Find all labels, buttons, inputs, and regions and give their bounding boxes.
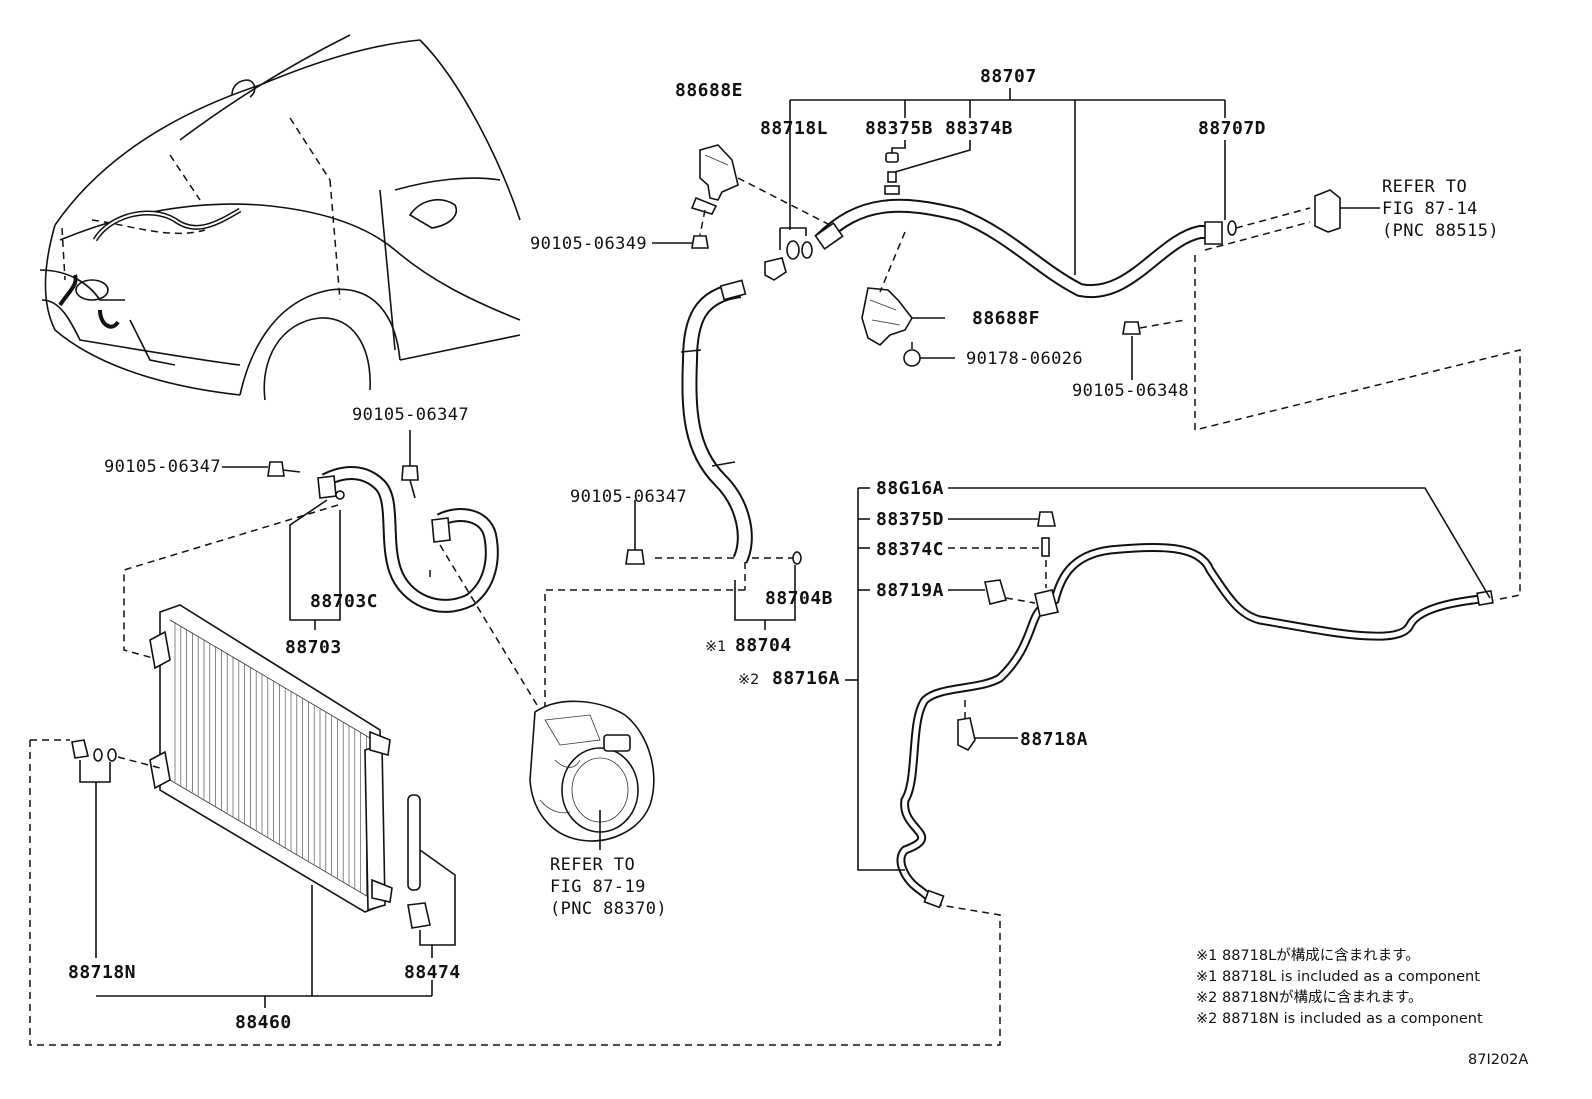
vehicle-illustration	[39, 34, 521, 401]
label-88704: 88704	[735, 635, 792, 656]
figure-id: 87I202A	[1468, 1052, 1528, 1068]
label-88716A: 88716A	[772, 668, 840, 689]
condenser-illustration	[29, 604, 1001, 1046]
label-88704B: 88704B	[765, 588, 833, 609]
label-88474: 88474	[404, 962, 461, 983]
refer-fig-87-14-line2: FIG 87-14	[1382, 199, 1478, 219]
label-88688E: 88688E	[675, 80, 743, 101]
note-2-en: ※2 88718N is included as a component	[1196, 1011, 1483, 1027]
label-90178-06026: 90178-06026	[966, 349, 1083, 369]
refer-fig-87-19-line3: (PNC 88370)	[550, 899, 667, 919]
refer-fig-87-14-line3: (PNC 88515)	[1382, 221, 1499, 241]
pipe-88716A-group	[845, 487, 1494, 909]
label-88375D: 88375D	[876, 509, 944, 530]
refer-fig-87-19-line1: REFER TO	[550, 855, 635, 875]
mark-1: ※1	[705, 639, 726, 655]
label-88718A: 88718A	[1020, 729, 1088, 750]
label-90105-06347-top: 90105-06347	[352, 405, 469, 425]
note-1-ja: ※1 88718Lが構成に含まれます。	[1196, 947, 1420, 964]
label-88375B: 88375B	[865, 118, 933, 139]
note-2-ja: ※2 88718Nが構成に含まれます。	[1196, 989, 1423, 1006]
label-88374B: 88374B	[945, 118, 1013, 139]
label-88703: 88703	[285, 637, 342, 658]
hose-88703-group	[123, 430, 541, 711]
label-88718N: 88718N	[68, 962, 136, 983]
label-88703C: 88703C	[310, 591, 378, 612]
refer-fig-87-19-line2: FIG 87-19	[550, 877, 646, 897]
label-88707: 88707	[980, 66, 1037, 87]
label-90105-06349: 90105-06349	[530, 234, 647, 254]
label-88688F: 88688F	[972, 308, 1040, 329]
part-labels: 88707 88688E 88718L 88375B 88374B 88707D…	[68, 66, 1528, 1068]
label-88707D: 88707D	[1198, 118, 1266, 139]
note-1-en: ※1 88718L is included as a component	[1196, 969, 1480, 985]
hose-88704-group	[544, 279, 802, 710]
label-88G16A: 88G16A	[876, 478, 944, 499]
label-90105-06348: 90105-06348	[1072, 381, 1189, 401]
condenser-fins	[174, 622, 367, 896]
hose-88707-group	[652, 88, 1521, 601]
label-88718L: 88718L	[760, 118, 828, 139]
mark-2: ※2	[738, 672, 759, 688]
label-88719A: 88719A	[876, 580, 944, 601]
label-88460: 88460	[235, 1012, 292, 1033]
refer-fig-87-14-line1: REFER TO	[1382, 177, 1467, 197]
label-90105-06347-left: 90105-06347	[104, 457, 221, 477]
label-88374C: 88374C	[876, 539, 944, 560]
compressor-illustration	[529, 700, 655, 850]
label-90105-06347-center: 90105-06347	[570, 487, 687, 507]
